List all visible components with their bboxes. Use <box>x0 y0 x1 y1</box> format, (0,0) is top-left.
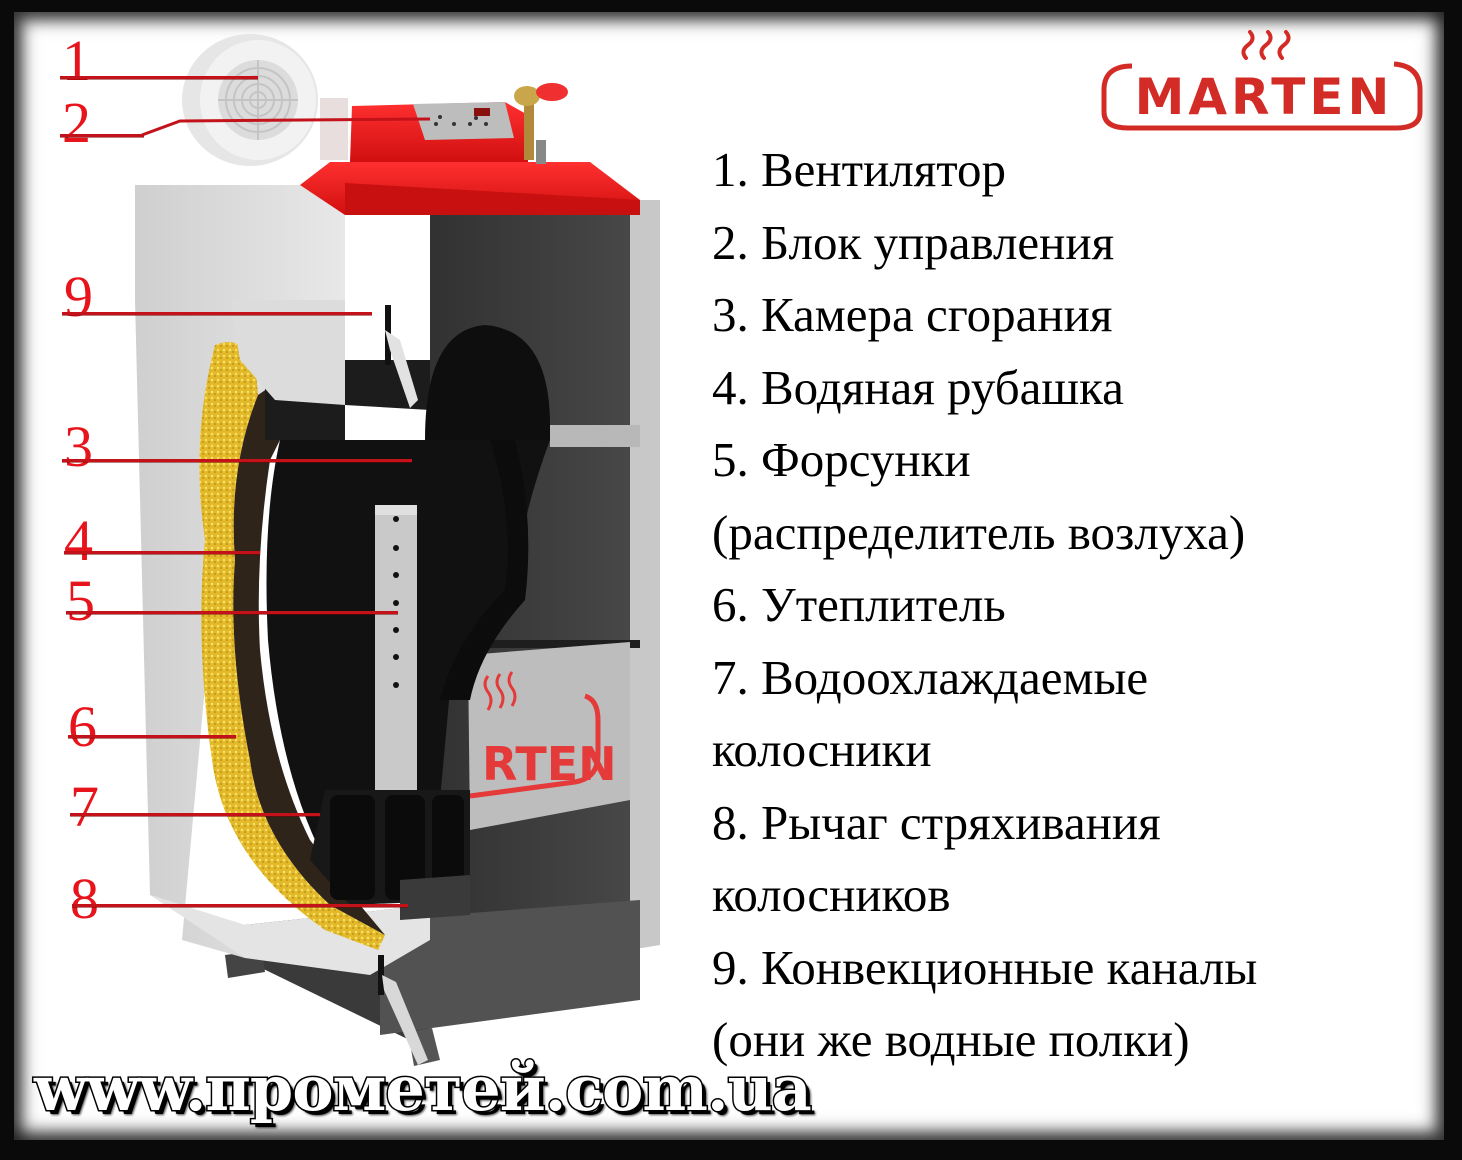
door-logo-panel <box>468 642 630 830</box>
leader-line <box>64 551 260 554</box>
heat-waves-icon <box>1241 30 1291 60</box>
callout-number: 5 <box>66 568 95 633</box>
legend-line-5: 5. Форсунки <box>712 432 971 487</box>
callout-number: 7 <box>70 774 99 839</box>
legend-line-6: 6. Утеплитель <box>712 577 1006 632</box>
lever-top <box>385 330 418 408</box>
callout-number: 6 <box>68 694 97 759</box>
leader-line-angled <box>141 117 431 137</box>
legend-line-8: 8. Рычаг стряхивания <box>712 794 1161 850</box>
legend-line-2: 2. Блок управления <box>712 214 1115 270</box>
leader-line <box>60 134 144 137</box>
parts-legend: 1. Вентилятор 2. Блок управления 3. Каме… <box>712 134 1257 1077</box>
fan-blower <box>182 34 348 166</box>
legend-line-1: 1. Вентилятор <box>712 142 1007 197</box>
legend-line-5-cont: (распределитель возлуха) <box>712 504 1246 560</box>
callout-number: 3 <box>64 414 93 479</box>
marten-logo: MARTEN <box>1098 28 1426 134</box>
water-cooled-grates <box>310 790 470 920</box>
water-jacket <box>233 380 385 935</box>
legend-line-3: 3. Камера сгорания <box>712 287 1113 342</box>
callout-number: 1 <box>62 28 91 93</box>
legend-line-9-cont: (они же водные полки) <box>712 1012 1190 1067</box>
insulation-layer <box>199 342 385 951</box>
callout-number: 8 <box>70 866 99 931</box>
leader-line <box>70 813 320 816</box>
control-unit <box>350 102 528 162</box>
logo-frame <box>1101 30 1423 131</box>
air-nozzle-distributor <box>375 505 417 810</box>
website-watermark: www.прометей.com.ua <box>33 1051 814 1127</box>
leader-line <box>72 904 408 907</box>
leader-line <box>62 312 372 315</box>
legend-line-7: 7. Водоохлаждаемые <box>712 649 1149 705</box>
lever-bottom <box>382 975 428 1065</box>
flue-arch <box>425 325 550 440</box>
safety-valve <box>514 83 568 164</box>
logo-text: MARTEN <box>1134 68 1394 126</box>
callout-number: 4 <box>64 508 93 573</box>
leader-line <box>68 735 236 738</box>
callout-number: 2 <box>62 90 91 155</box>
leader-line <box>62 459 412 462</box>
leader-line <box>66 611 398 614</box>
legend-line-4: 4. Водяная рубашка <box>712 359 1124 415</box>
door-logo-text: RTEN <box>482 737 617 791</box>
legend-line-7-cont: колосники <box>712 722 932 777</box>
legend-line-9: 9. Конвекционные каналы <box>712 939 1258 995</box>
legend-line-8-cont: колосников <box>712 867 951 922</box>
leader-line <box>60 76 258 79</box>
callout-number: 9 <box>64 264 93 329</box>
